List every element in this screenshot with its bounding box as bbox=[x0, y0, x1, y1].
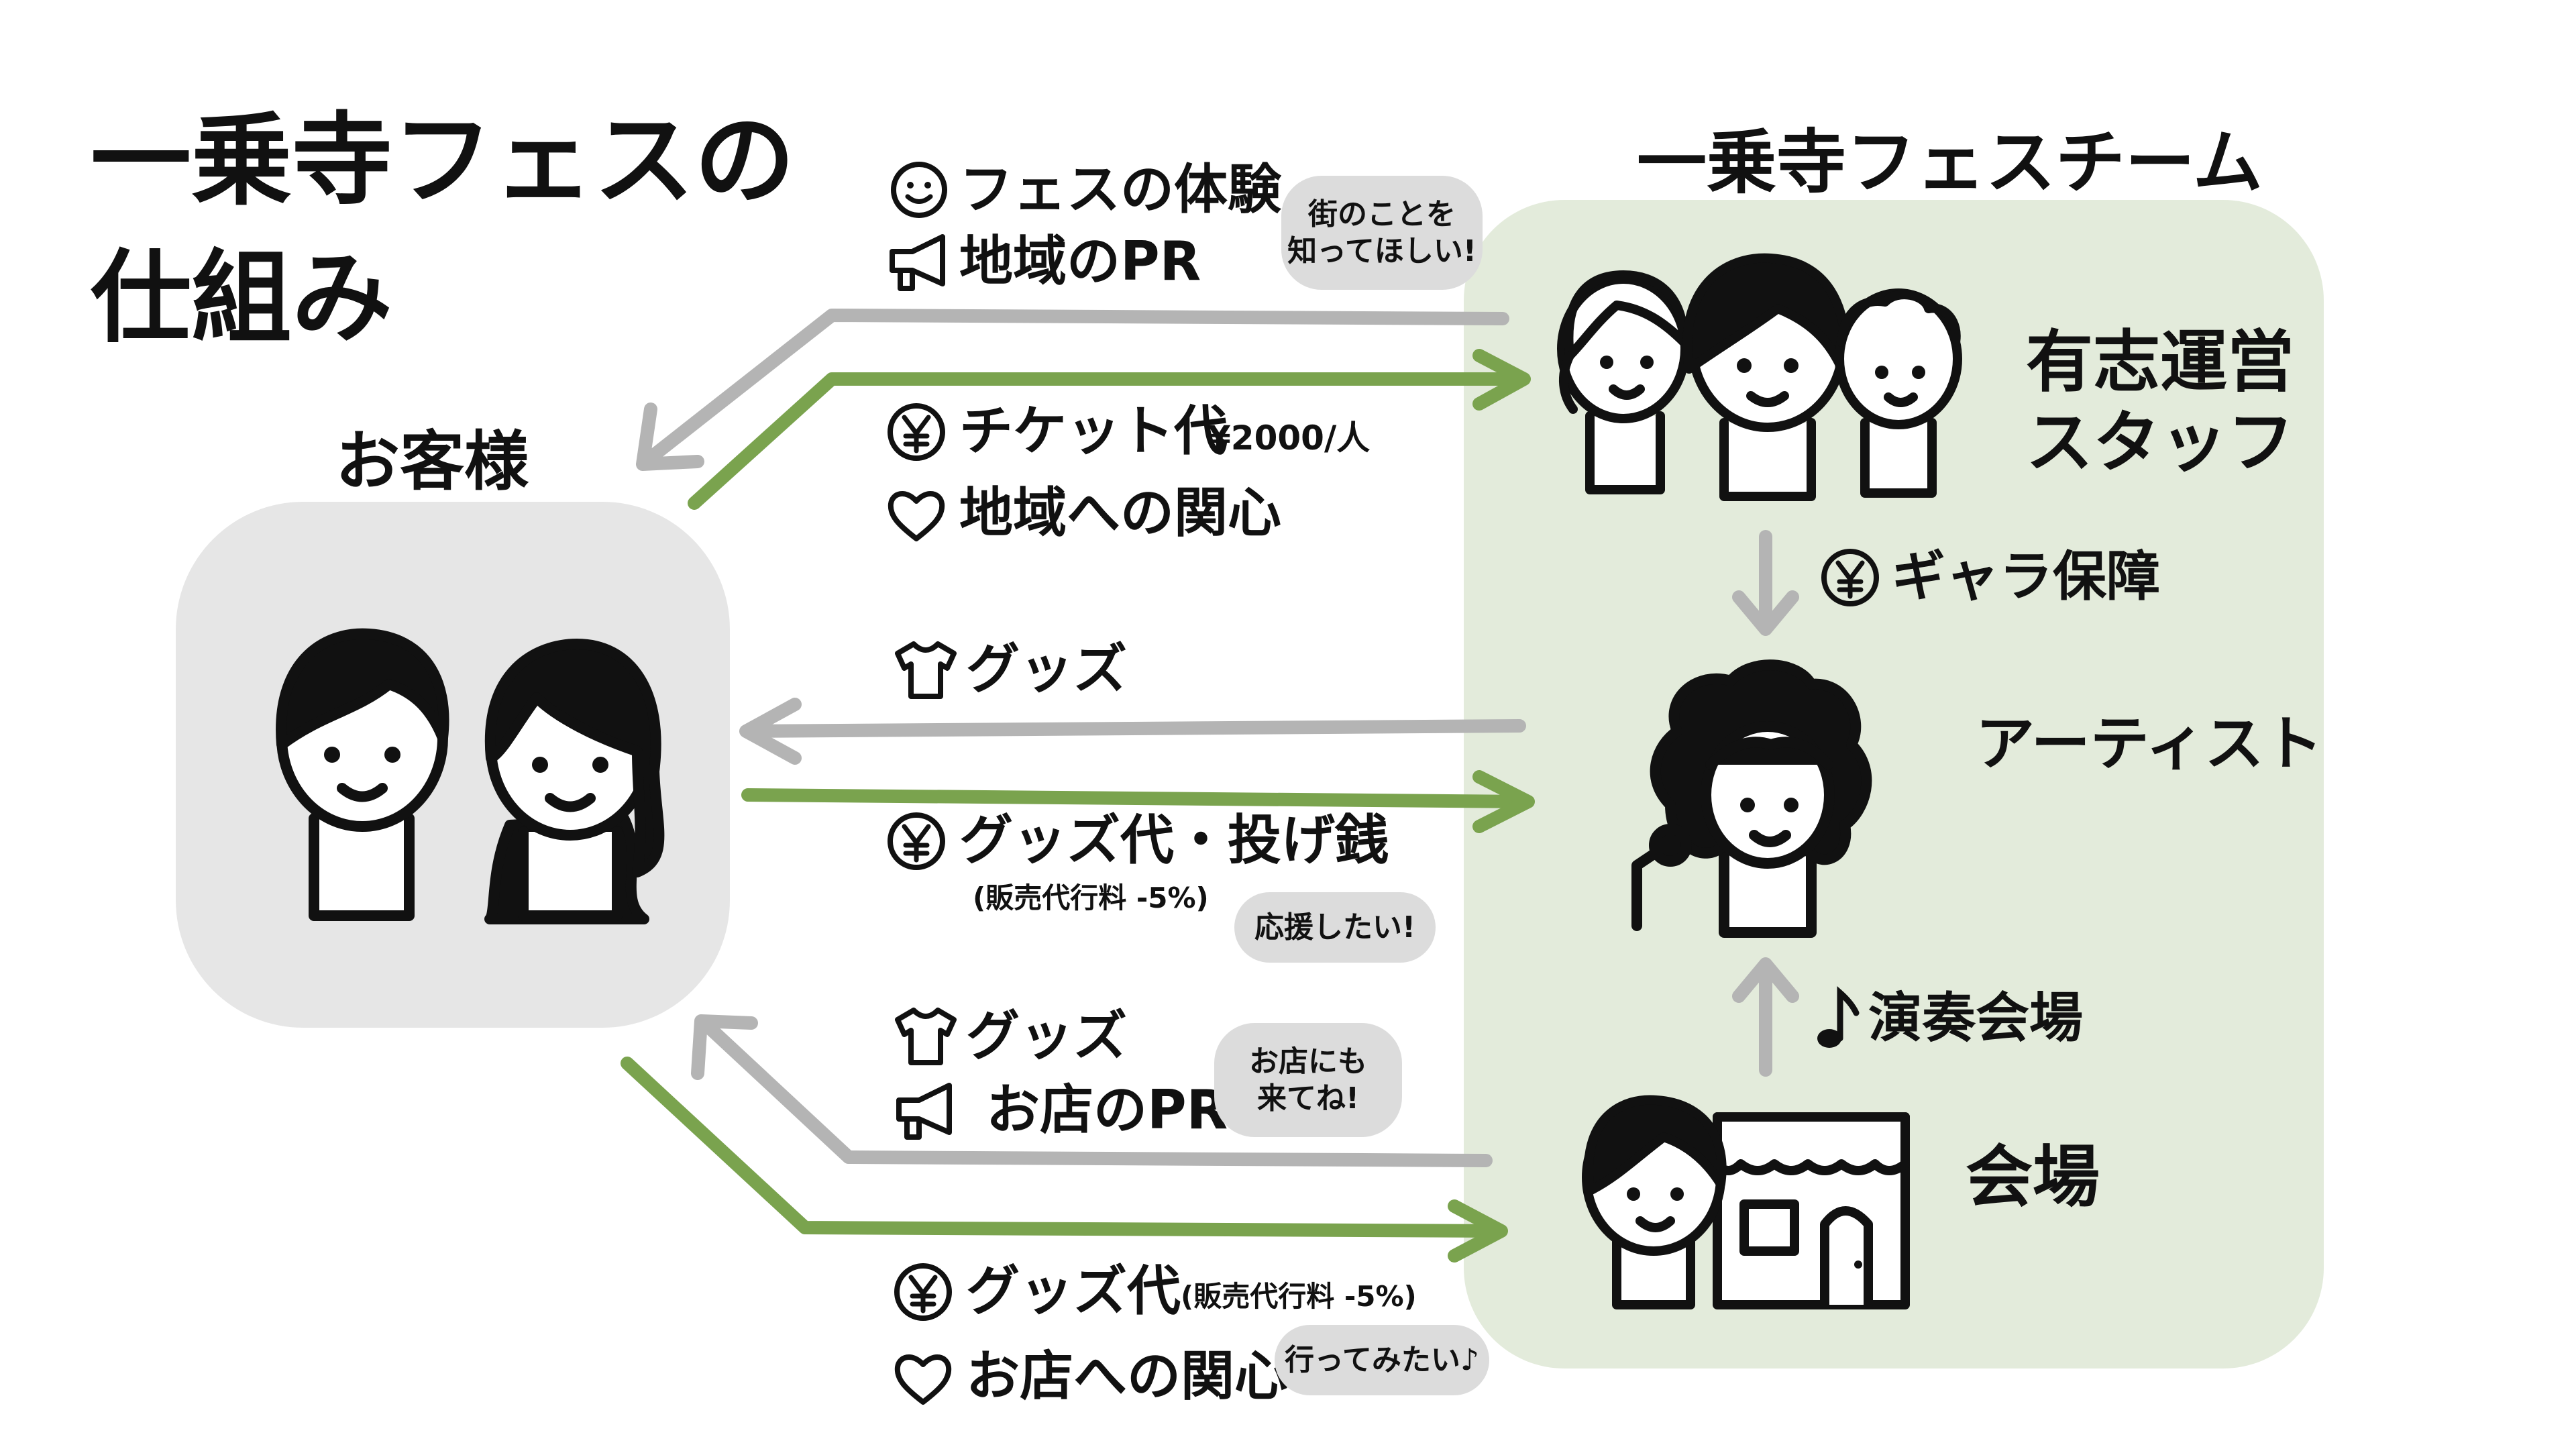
megaphone-icon bbox=[890, 234, 945, 291]
flow-label-goods-artist: グッズ bbox=[966, 638, 1127, 700]
flow-label-shop-interest: お店への関心 bbox=[966, 1345, 1288, 1407]
flow-label-regional-pr: 地域のPR bbox=[959, 230, 1201, 292]
artist-label: アーティスト bbox=[1976, 709, 2323, 778]
arrow-staff-to-artist bbox=[1732, 530, 1799, 636]
customer-people-icon bbox=[276, 628, 665, 924]
title-line-2: 仕組み bbox=[91, 240, 393, 357]
flow-label-venue: 演奏会場 bbox=[1868, 987, 2083, 1049]
artist-icon bbox=[1631, 659, 1872, 938]
flow-note-ticket-price: ¥2000/人 bbox=[1208, 419, 1371, 458]
note-icon bbox=[1817, 986, 1860, 1048]
yen-icon bbox=[888, 812, 945, 870]
arrow-venue-to-customer bbox=[691, 1014, 1493, 1167]
tshirt-icon bbox=[895, 641, 957, 699]
heart-icon bbox=[888, 491, 945, 541]
flow-label-goods-fee: グッズ代 bbox=[966, 1260, 1181, 1322]
flow-label-guarantee: ギャラ保障 bbox=[1892, 545, 2160, 608]
arrow-venue-to-artist bbox=[1732, 957, 1799, 1077]
staff-people-icon bbox=[1557, 253, 1962, 501]
customer-label: お客様 bbox=[335, 424, 529, 499]
venue-label: 会場 bbox=[1966, 1138, 2100, 1216]
bubble-visit-shop: お店にも 来てね! bbox=[1214, 1023, 1402, 1137]
yen-icon bbox=[888, 403, 945, 461]
flow-label-ticket: チケット代 bbox=[959, 400, 1228, 462]
bubble-want-to-support: 応援したい! bbox=[1234, 892, 1436, 963]
venue-icon bbox=[1582, 1095, 1910, 1309]
flow-label-goods-venue: グッズ bbox=[966, 1005, 1127, 1067]
staff-label: 有志運営 スタッフ bbox=[2026, 323, 2294, 482]
tshirt-icon bbox=[895, 1008, 957, 1065]
smile-icon bbox=[891, 162, 947, 218]
yen-icon bbox=[894, 1263, 952, 1321]
flow-label-regional-interest: 地域への関心 bbox=[959, 482, 1281, 544]
arrow-customer-to-team bbox=[688, 349, 1531, 510]
bubble-know-the-town: 街のことを 知ってほしい! bbox=[1281, 176, 1483, 290]
flow-note-fee-venue: (販売代行料 -5%) bbox=[1181, 1280, 1417, 1313]
bubble-want-to-go: 行ってみたい♪ bbox=[1275, 1325, 1489, 1395]
title-line-1: 一乗寺フェスの bbox=[91, 103, 796, 219]
megaphone-icon bbox=[896, 1083, 952, 1140]
arrow-team-to-customer bbox=[636, 309, 1509, 471]
arrow-artist-to-customer bbox=[739, 698, 1526, 765]
flow-label-shop-pr: お店のPR bbox=[986, 1079, 1228, 1141]
yen-icon bbox=[1821, 549, 1879, 606]
team-label: 一乗寺フェスチーム bbox=[1637, 121, 2263, 203]
arrow-customer-to-artist bbox=[741, 770, 1535, 833]
heart-icon bbox=[894, 1354, 952, 1405]
flow-note-fee-artist: (販売代行料 -5%) bbox=[973, 881, 1209, 914]
arrow-customer-to-venue bbox=[621, 1057, 1508, 1263]
flow-label-goods-tips: グッズ代・投げ銭 bbox=[959, 809, 1389, 871]
flow-label-festival-experience: フェスの体験 bbox=[959, 158, 1281, 221]
